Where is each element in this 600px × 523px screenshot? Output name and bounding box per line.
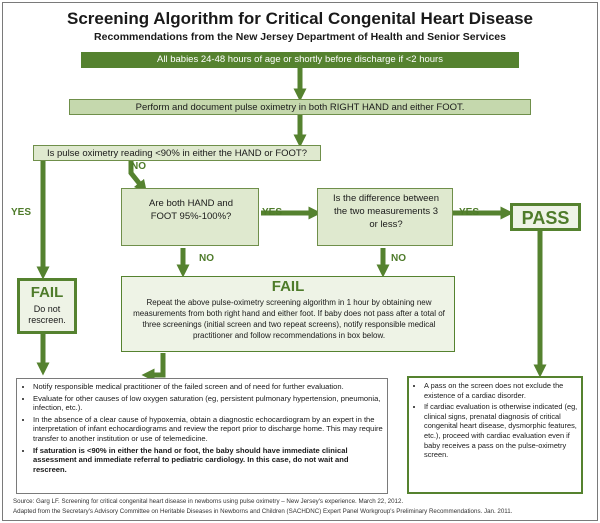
question3-box: Is the difference between the two measur… xyxy=(317,188,453,246)
label-no-q2: NO xyxy=(199,253,214,264)
fail-action-urgent: If saturation is <90% in either the hand… xyxy=(33,446,383,475)
pass-note-item: If cardiac evaluation is otherwise indic… xyxy=(424,402,580,460)
fail-action-item: Evaluate for other causes of low oxygen … xyxy=(33,394,383,413)
fail-left-text: Do not rescreen. xyxy=(28,304,66,325)
flow-connectors xyxy=(36,68,547,382)
pass-title: PASS xyxy=(521,208,570,228)
question1-text: Is pulse oximetry reading <90% in either… xyxy=(46,148,308,159)
start-text: All babies 24-48 hours of age or shortly… xyxy=(157,54,443,65)
pass-notes-box: A pass on the screen does not exclude th… xyxy=(407,376,583,494)
perform-box: Perform and document pulse oximetry in b… xyxy=(69,99,531,115)
label-yes-q3: YES xyxy=(459,207,480,218)
fail-actions-box: Notify responsible medical practitioner … xyxy=(16,378,388,494)
source-line-2: Adapted from the Secretary's Advisory Co… xyxy=(13,508,513,515)
fail-actions-list: Notify responsible medical practitioner … xyxy=(21,382,383,476)
fail-action-item: Notify responsible medical practitioner … xyxy=(33,382,383,392)
question2-box: Are both HAND and FOOT 95%-100%? xyxy=(121,188,259,246)
question3-text: Is the difference between the two measur… xyxy=(333,193,439,230)
arrow-no-to-question2 xyxy=(128,161,148,194)
fail-left-box: FAIL Do not rescreen. xyxy=(17,278,77,334)
diagram-subtitle: Recommendations from the New Jersey Depa… xyxy=(94,31,506,43)
label-no-q1: NO xyxy=(131,161,146,172)
label-yes-q1: YES xyxy=(11,207,32,218)
fail-action-item: In the absence of a clear cause of hypox… xyxy=(33,415,383,444)
pass-note-item: A pass on the screen does not exclude th… xyxy=(424,381,580,400)
start-box: All babies 24-48 hours of age or shortly… xyxy=(81,52,519,68)
source-line-1: Source: Garg LF. Screening for critical … xyxy=(13,498,404,505)
arrow-fail-center-to-actions xyxy=(141,353,166,382)
pass-box: PASS xyxy=(510,203,581,231)
question1-box: Is pulse oximetry reading <90% in either… xyxy=(33,145,321,161)
fail-center-title: FAIL xyxy=(271,278,305,295)
fail-center-box: FAIL Repeat the above pulse-oximetry scr… xyxy=(121,276,455,352)
fail-center-text: Repeat the above pulse-oximetry screenin… xyxy=(133,298,445,340)
fail-left-title: FAIL xyxy=(30,284,64,301)
question2-text: Are both HAND and FOOT 95%-100%? xyxy=(149,198,233,222)
perform-text: Perform and document pulse oximetry in b… xyxy=(135,102,465,113)
label-yes-q2: YES xyxy=(262,207,283,218)
pass-notes-list: A pass on the screen does not exclude th… xyxy=(412,381,580,462)
label-no-q3: NO xyxy=(391,253,406,264)
diagram-title: Screening Algorithm for Critical Congeni… xyxy=(66,9,534,28)
